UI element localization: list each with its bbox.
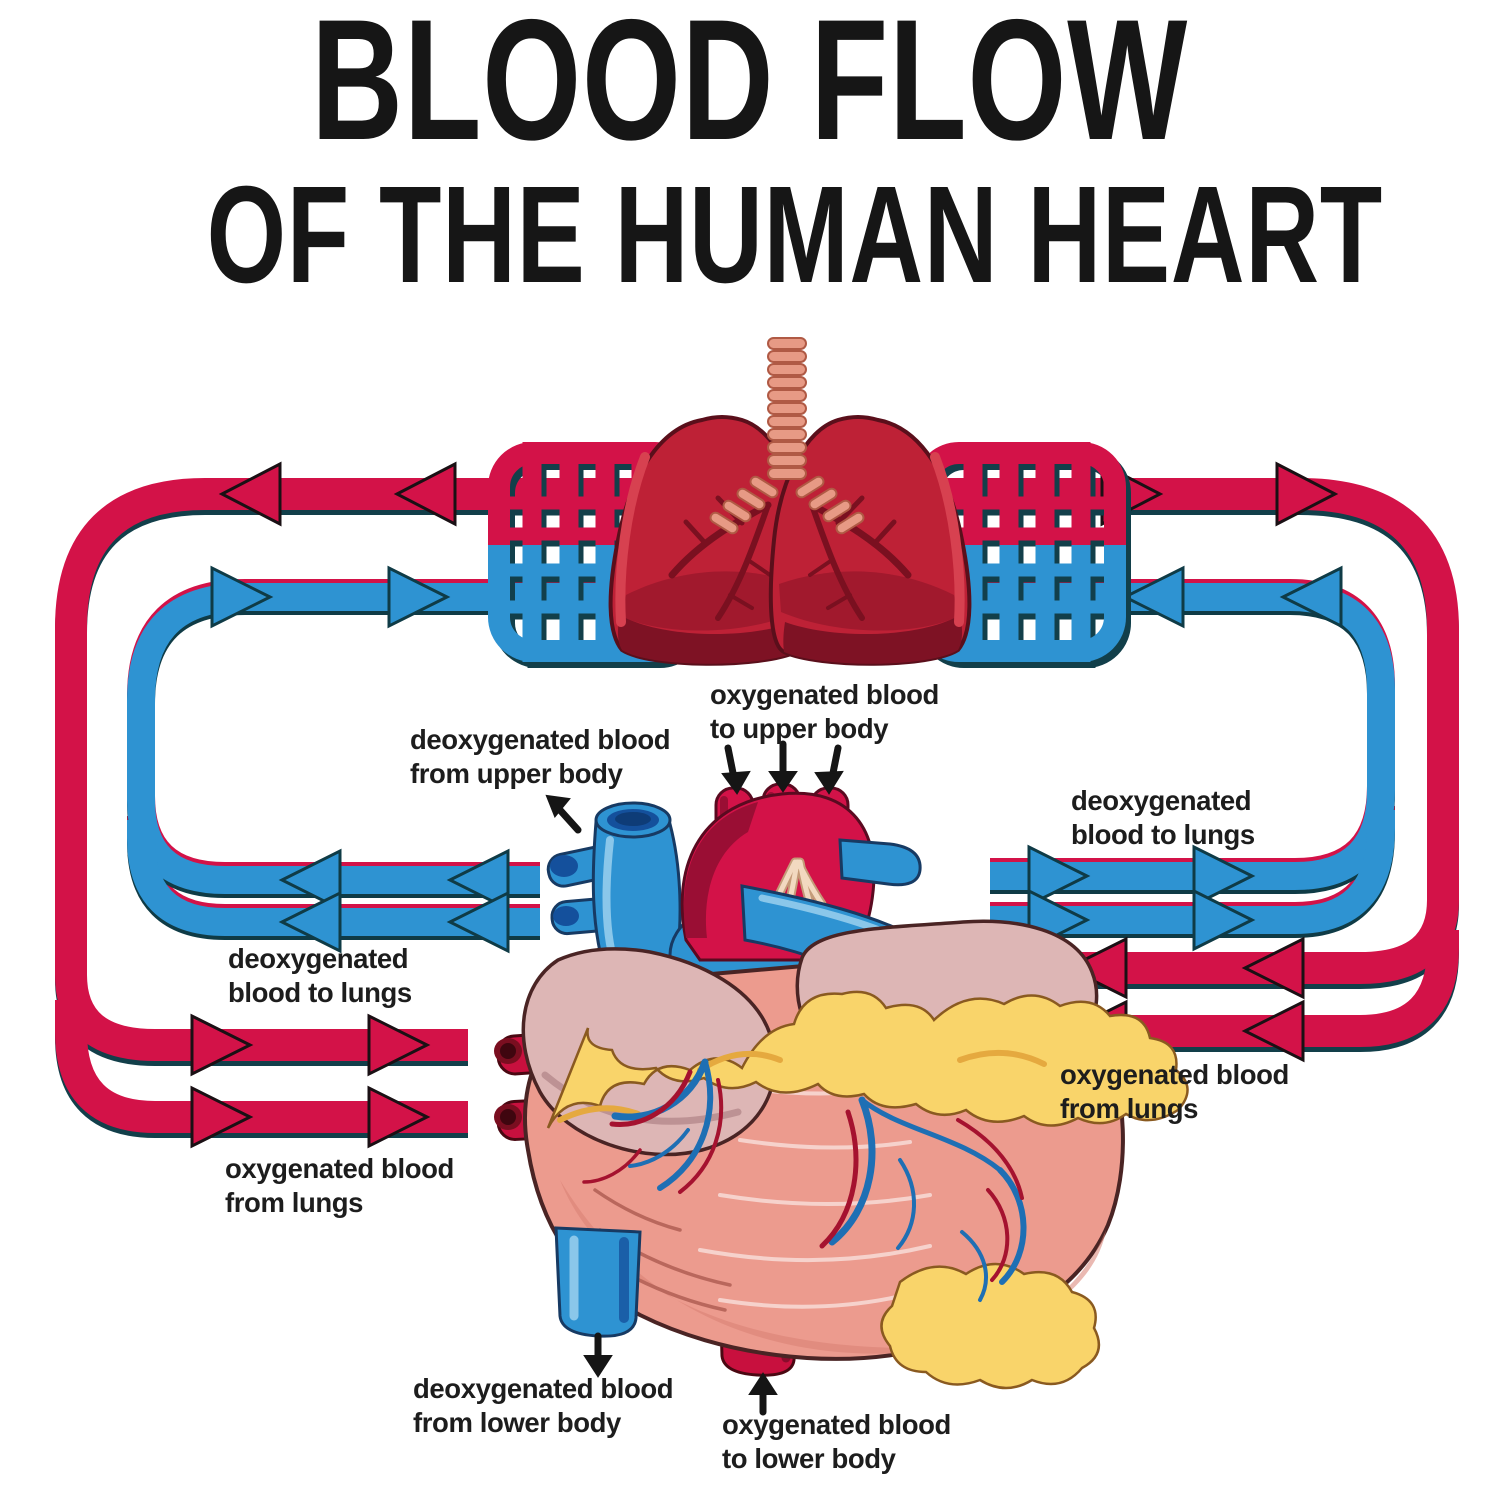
label-oxygenated-from-lungs-right: oxygenated blood from lungs	[1060, 1059, 1289, 1125]
label-deoxygenated-to-lungs-left: deoxygenated blood to lungs	[228, 943, 412, 1009]
heart-highlight-streaks	[698, 1086, 932, 1309]
inferior-vena-cava	[554, 1226, 642, 1338]
label-oxygenated-to-lower-body: oxygenated blood to lower body	[722, 1409, 951, 1475]
superior-vena-cava	[546, 801, 682, 992]
heart-illustration	[494, 782, 1189, 1390]
descending-aorta-flow-arrow	[748, 1372, 778, 1416]
capillary-grid-left	[488, 442, 705, 668]
label-deoxygenated-to-lungs-right: deoxygenated blood to lungs	[1071, 785, 1255, 851]
poster-title-line2: OF THE HUMAN HEART	[0, 166, 1500, 304]
poster-title-line1-text: BLOOD FLOW	[311, 0, 1189, 176]
coronary-vessels	[582, 1058, 1027, 1302]
epicardial-fat	[546, 990, 1189, 1390]
right-bronchiole-tree	[808, 495, 912, 621]
poster-title-line1: BLOOD FLOW	[0, 0, 1500, 166]
label-oxygenated-from-lungs-left: oxygenated blood from lungs	[225, 1153, 454, 1219]
svc-leader-arrow	[545, 794, 582, 834]
capillary-grid-right	[919, 442, 1131, 668]
ivc-flow-arrow	[583, 1332, 613, 1378]
poster-title-line2-text: OF THE HUMAN HEART	[206, 158, 1383, 312]
trachea-icon	[709, 337, 865, 535]
annotation-arrows	[545, 740, 844, 1416]
lungs-illustration	[608, 337, 972, 666]
label-deoxygenated-from-lower-body: deoxygenated blood from lower body	[413, 1373, 674, 1439]
upper-body-flow-arrows	[721, 740, 844, 795]
label-deoxygenated-from-upper-body: deoxygenated blood from upper body	[410, 724, 671, 790]
label-oxygenated-to-upper-body: oxygenated blood to upper body	[710, 679, 939, 745]
